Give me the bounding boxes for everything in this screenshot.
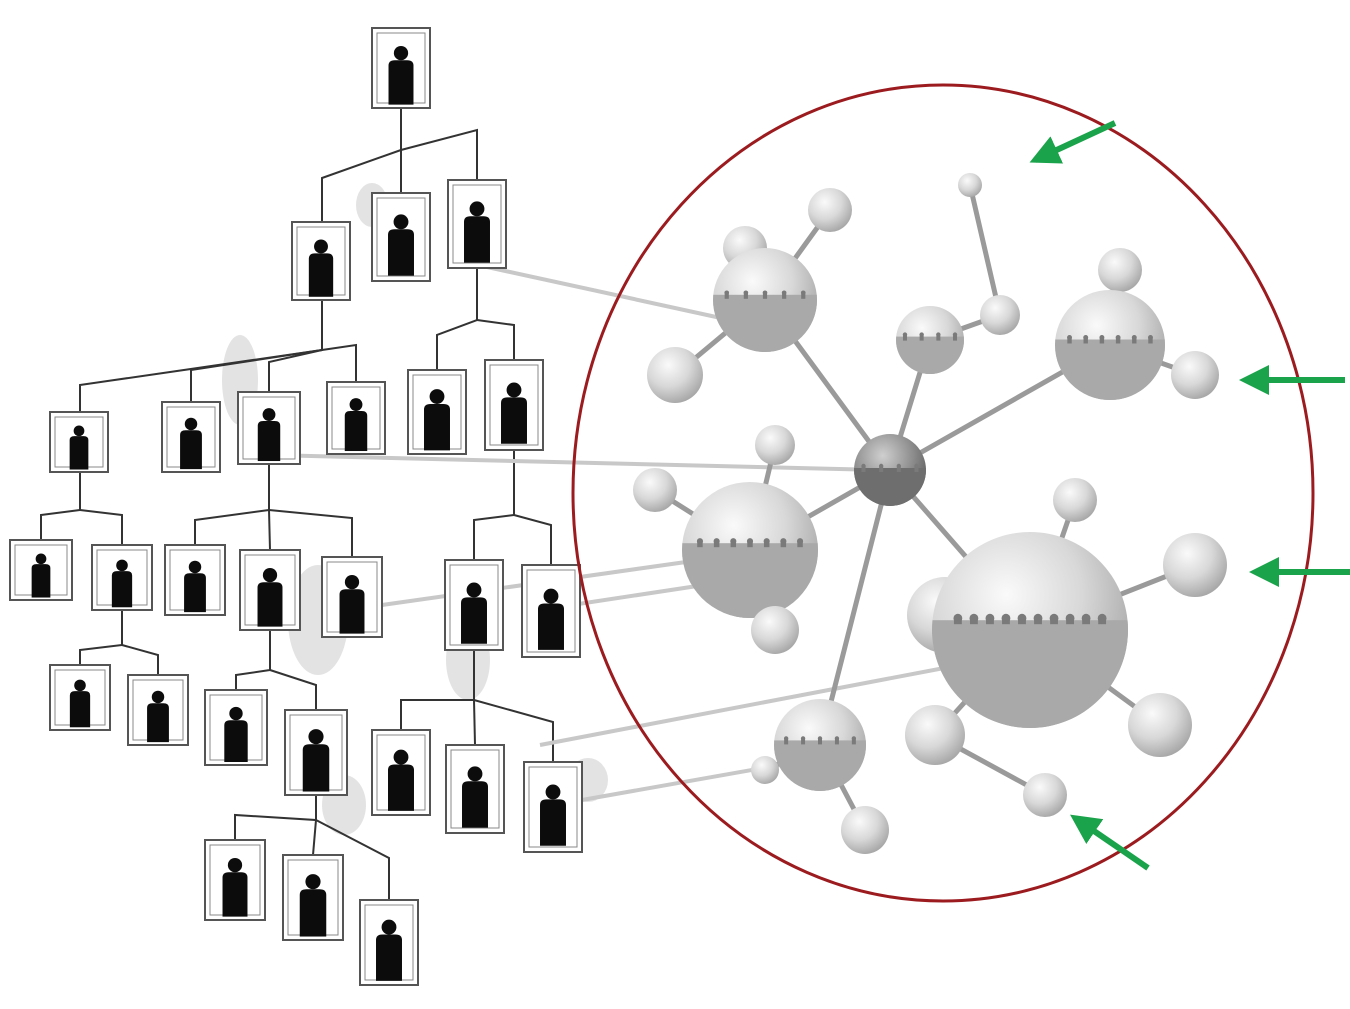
network-hub-node — [854, 434, 926, 506]
org-chart-node — [161, 401, 221, 473]
network-leaf-node — [841, 806, 889, 854]
org-chart-line — [400, 650, 475, 730]
network-leaf-node — [1171, 351, 1219, 399]
network-leaf-node — [1098, 248, 1142, 292]
org-chart-node — [521, 564, 581, 658]
org-chart-node — [447, 179, 507, 269]
network-leaf-node — [905, 705, 965, 765]
org-chart-line — [473, 450, 515, 560]
org-chart-line — [321, 108, 402, 222]
org-chart-line — [312, 819, 317, 856]
org-chart-line — [268, 509, 271, 551]
org-chart-line — [476, 319, 515, 360]
arrow-top — [1029, 120, 1117, 164]
boundary-arrows — [1029, 120, 1350, 871]
org-chart-node — [237, 391, 301, 465]
org-chart-node — [326, 381, 386, 455]
org-chart-line — [121, 644, 159, 675]
org-chart-line — [268, 509, 353, 557]
org-chart-node — [204, 839, 266, 921]
org-chart-line — [234, 795, 317, 840]
org-chart-line — [513, 514, 552, 565]
arrow-bottom — [1070, 814, 1150, 871]
network-leaf-node — [1023, 773, 1067, 817]
org-chart-node — [371, 27, 431, 109]
network-leaf-node — [633, 468, 677, 512]
network-group-node — [896, 306, 964, 374]
network-leaf-node — [1053, 478, 1097, 522]
org-chart-line — [235, 630, 271, 690]
org-chart-node — [164, 544, 226, 616]
network-leaf-node — [980, 295, 1020, 335]
org-chart-node — [444, 559, 504, 651]
network-leaf-node — [958, 173, 982, 197]
org-chart-node — [282, 854, 344, 941]
org-chart-node — [371, 729, 431, 816]
network-boundary-circle — [571, 83, 1315, 903]
org-chart-line — [321, 343, 357, 382]
network-leaf-node — [751, 606, 799, 654]
org-chart-line — [400, 128, 478, 180]
org-chart-line — [436, 268, 478, 370]
org-chart-node — [371, 192, 431, 282]
org-chart-line — [473, 699, 476, 746]
org-chart — [9, 27, 583, 986]
network-leaf-node — [755, 425, 795, 465]
org-chart-node — [204, 689, 268, 766]
org-chart-node — [9, 539, 73, 601]
network-leaf-node — [751, 756, 779, 784]
org-chart-node — [127, 674, 189, 746]
org-chart-line — [79, 610, 123, 665]
network-leaf-node — [1128, 693, 1192, 757]
org-chart-node — [284, 709, 348, 796]
org-chart-node — [407, 369, 467, 455]
org-chart-line — [315, 819, 390, 900]
org-chart-line — [194, 464, 270, 545]
org-chart-node — [239, 549, 301, 631]
network-leaf-node — [808, 188, 852, 232]
org-chart-node — [484, 359, 544, 451]
org-chart-line — [269, 669, 317, 710]
org-chart-line — [473, 699, 554, 762]
org-chart-node — [91, 544, 153, 611]
org-chart-node — [359, 899, 419, 986]
org-chart-line — [268, 349, 323, 392]
network-group-node — [932, 532, 1128, 728]
network-cluster — [633, 173, 1227, 854]
network-group-node — [682, 482, 818, 618]
org-chart-node — [291, 221, 351, 301]
network-nodes — [633, 173, 1227, 854]
org-chart-line — [79, 509, 123, 545]
org-chart-node — [321, 556, 383, 638]
org-chart-node — [445, 744, 505, 834]
org-chart-node — [523, 761, 583, 853]
org-chart-node — [49, 411, 109, 473]
network-group-node — [774, 699, 866, 791]
network-leaf-node — [1163, 533, 1227, 597]
org-chart-lines — [40, 108, 554, 900]
network-group-node — [1055, 290, 1165, 400]
network-group-node — [713, 248, 817, 352]
org-chart-line — [40, 472, 81, 540]
network-leaf-node — [647, 347, 703, 403]
org-chart-node — [49, 664, 111, 731]
org-chart-line — [190, 349, 323, 402]
